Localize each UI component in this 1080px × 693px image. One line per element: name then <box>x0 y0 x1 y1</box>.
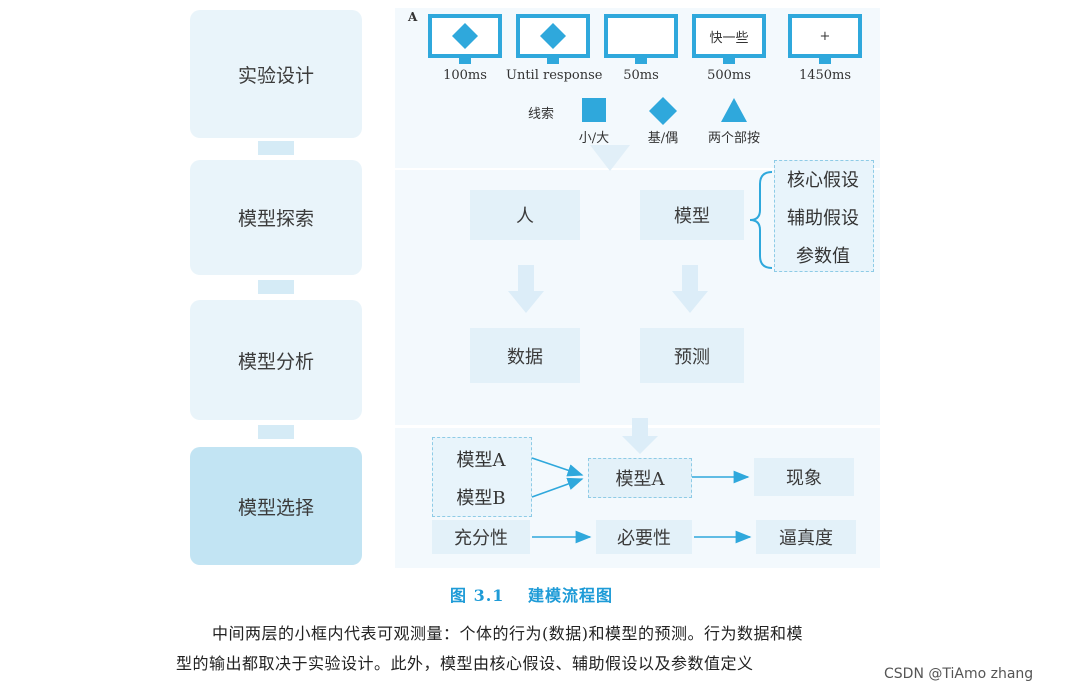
data-label: 数据 <box>507 346 543 368</box>
square-icon <box>582 98 606 122</box>
fixation-cross: + <box>819 28 831 44</box>
model-box: 模型 <box>640 190 744 240</box>
diamond-icon <box>452 23 478 49</box>
monitor-stand <box>547 58 559 64</box>
description-line-1: 中间两层的小框内代表可观测量：个体的行为(数据)和模型的预测。行为数据和模 <box>212 624 803 643</box>
candidate-model-b: 模型B <box>456 488 506 509</box>
stage-arrow <box>258 141 294 155</box>
stage-label: 模型探索 <box>237 208 314 230</box>
verisimilitude-label: 逼真度 <box>779 528 833 549</box>
monitor-screen <box>516 14 590 58</box>
monitor-caption: 50ms <box>623 68 659 83</box>
stage-model-exploration: 模型探索 <box>190 160 362 275</box>
sufficiency-label: 充分性 <box>454 528 508 549</box>
necessity-label: 必要性 <box>617 528 671 549</box>
stage-label: 模型分析 <box>237 350 314 373</box>
panel-letter: A <box>408 10 418 24</box>
sufficiency-box: 充分性 <box>432 520 530 554</box>
stage-arrow <box>258 280 294 294</box>
diamond-icon <box>649 97 677 125</box>
prediction-box: 预测 <box>640 328 744 383</box>
monitor-screen <box>604 14 678 58</box>
brace-icon <box>749 171 773 269</box>
prediction-label: 预测 <box>674 346 710 368</box>
monitor-stand <box>819 58 831 64</box>
monitor-caption: 1450ms <box>798 68 852 83</box>
assumption-core: 核心假设 <box>787 170 859 191</box>
diamond-icon <box>540 23 566 49</box>
watermark: CSDN @TiAmo zhang <box>884 666 1034 682</box>
stage-experiment-design: 实验设计 <box>190 10 362 138</box>
candidate-models-box <box>432 437 532 517</box>
monitor-screen: + <box>788 14 862 58</box>
person-box: 人 <box>470 190 580 240</box>
monitor-caption: 100ms <box>443 68 487 83</box>
data-box: 数据 <box>470 328 580 383</box>
necessity-box: 必要性 <box>596 520 692 554</box>
triangle-icon <box>721 98 747 122</box>
monitor-stand <box>635 58 647 64</box>
phenomenon-label: 现象 <box>786 468 822 489</box>
figure-number: 图 3.1 <box>450 586 505 605</box>
monitor-screen: 快一些 <box>692 14 766 58</box>
monitor-caption: 500ms <box>707 68 751 83</box>
stage-model-selection: 模型选择 <box>190 447 362 565</box>
monitor-stand <box>723 58 735 64</box>
monitor-screen <box>428 14 502 58</box>
candidate-model-a: 模型A <box>456 450 506 471</box>
cue-label: 基/偶 <box>647 131 679 146</box>
stage-label: 模型选择 <box>237 496 314 519</box>
down-arrow-icon <box>622 418 658 454</box>
down-arrow-icon <box>590 145 630 171</box>
down-arrow-icon <box>672 265 708 313</box>
stage-arrow <box>258 425 294 439</box>
chosen-model-box: 模型A <box>588 458 692 498</box>
figure-title: 建模流程图 <box>528 586 614 605</box>
model-label: 模型 <box>674 206 710 227</box>
chosen-model-label: 模型A <box>615 469 665 490</box>
cue-label: 小/大 <box>578 131 610 146</box>
verisimilitude-box: 逼真度 <box>756 520 856 554</box>
monitor-text: 快一些 <box>709 30 749 46</box>
description-line-2: 型的输出都取决于实验设计。此外，模型由核心假设、辅助假设以及参数值定义 <box>176 654 754 673</box>
phenomenon-box: 现象 <box>754 458 854 496</box>
assumption-parameters: 参数值 <box>796 246 850 267</box>
stage-label: 实验设计 <box>237 64 314 87</box>
assumptions-box <box>774 160 874 272</box>
cue-title: 线索 <box>528 107 555 122</box>
monitor-stand <box>459 58 471 64</box>
monitor-caption: Until response <box>506 68 603 83</box>
down-arrow-icon <box>508 265 544 313</box>
assumption-auxiliary: 辅助假设 <box>787 208 859 229</box>
cue-label: 两个部按 <box>707 131 760 146</box>
stage-model-analysis: 模型分析 <box>190 300 362 420</box>
person-label: 人 <box>516 206 534 227</box>
